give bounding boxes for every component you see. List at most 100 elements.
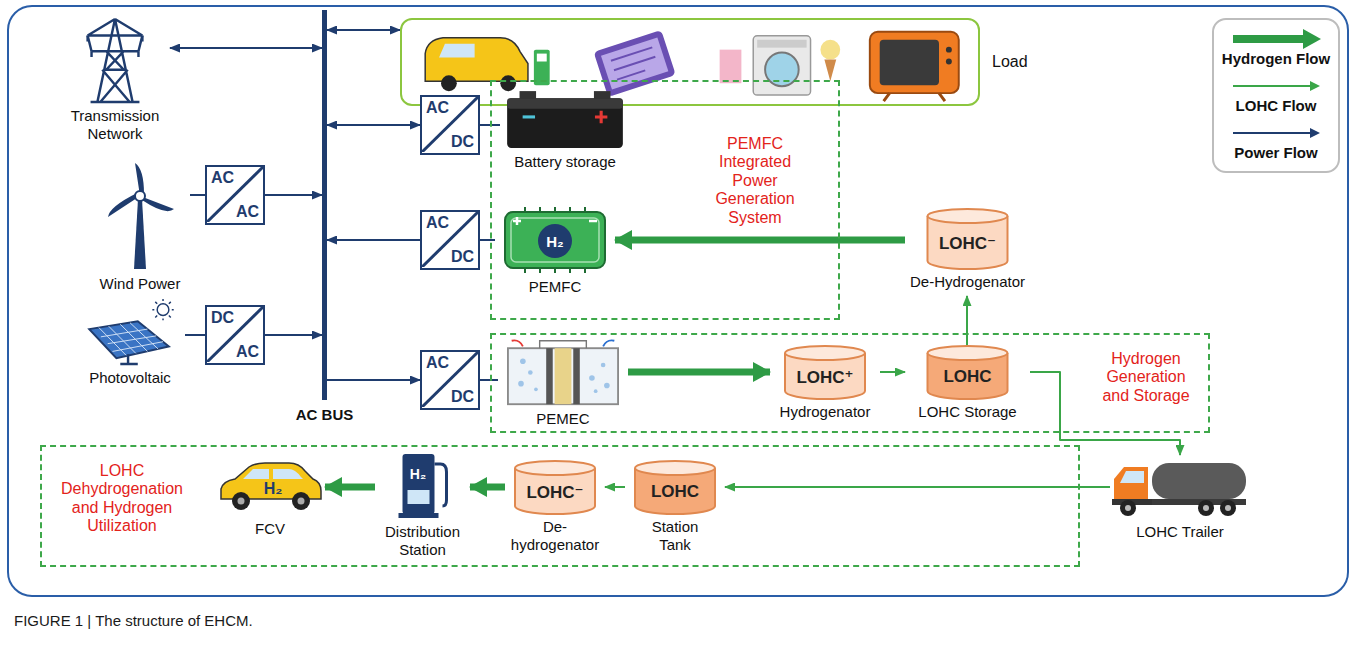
tank-label: LOHC xyxy=(651,482,699,502)
node-name: Photovoltaic xyxy=(75,369,185,387)
power-flow-line xyxy=(480,239,495,241)
node-name: PEMFC xyxy=(495,278,615,296)
tank-label: LOHC xyxy=(943,367,991,387)
pemec-icon xyxy=(498,337,628,407)
converter-label: AC xyxy=(426,354,449,372)
node-caption: PEMEC xyxy=(498,410,628,428)
tank-label: LOHC⁻ xyxy=(526,481,583,502)
converter-label: AC xyxy=(426,99,449,117)
legend-sample xyxy=(1218,28,1334,50)
node-name: LOHC Storage xyxy=(905,403,1030,421)
node-name: FCV xyxy=(215,520,325,538)
pump-icon xyxy=(375,450,470,520)
legend-sample xyxy=(1218,75,1334,97)
lohc-tank: LOHC Station Tank xyxy=(625,460,725,560)
legend-text: Hydrogen Flow xyxy=(1218,50,1334,67)
pv-panel: Photovoltaic xyxy=(75,298,185,390)
fuel-cell: H₂ PEMFC xyxy=(495,205,615,300)
lohc-tank: LOHC⁺ Hydrogenator xyxy=(770,345,880,425)
hydrogen-flow-arrow xyxy=(615,237,905,244)
node-caption: Photovoltaic xyxy=(75,369,185,387)
lohc-tank: LOHC⁻ De- hydrogenator xyxy=(505,460,605,560)
node-caption: Hydrogenator xyxy=(770,403,880,421)
lohc-trailer: LOHC Trailer xyxy=(1110,455,1250,547)
icon-text: H₂ xyxy=(546,233,564,250)
icon-text: H₂ xyxy=(410,466,426,482)
power-flow-line xyxy=(190,194,205,196)
hydrogen-flow-arrow xyxy=(325,484,375,491)
converter-label: DC xyxy=(211,309,234,327)
icon-text: H₂ xyxy=(264,480,283,498)
node-name: LOHC Trailer xyxy=(1110,523,1250,541)
outer-frame xyxy=(8,6,1348,596)
power-flow-line xyxy=(327,124,420,126)
legend-text: Power Flow xyxy=(1218,144,1334,161)
lohc-flow-arrow xyxy=(966,296,968,345)
lohc-tank: LOHC LOHC Storage xyxy=(905,345,1030,425)
converter-label: DC xyxy=(451,133,474,151)
node-caption: FCV xyxy=(215,520,325,538)
converter-box: ACDC xyxy=(420,95,480,155)
hydrogen-flow-arrow xyxy=(470,484,505,491)
node-name: Station Tank xyxy=(643,518,707,554)
converter-box: ACDC xyxy=(420,210,480,270)
converter-box: ACDC xyxy=(420,350,480,410)
node-name: Transmission Network xyxy=(60,107,170,143)
power-flow-line xyxy=(265,334,322,336)
node-name: Hydrogenator xyxy=(770,403,880,421)
node-caption: PEMFC xyxy=(495,278,615,296)
power-flow-line xyxy=(480,379,498,381)
battery-icon xyxy=(500,88,630,150)
wind-turbine: Wind Power xyxy=(90,160,190,300)
legend-text: LOHC Flow xyxy=(1218,97,1334,114)
node-name: Wind Power xyxy=(90,275,190,293)
node-caption: Transmission Network xyxy=(60,107,170,143)
battery-storage: Battery storage xyxy=(500,88,630,173)
group-region: LOHC Dehydrogenation and Hydrogen Utiliz… xyxy=(40,445,1080,567)
node-name: Battery storage xyxy=(500,153,630,171)
transmission-network: Transmission Network xyxy=(60,16,170,146)
group-region: PEMFC Integrated Power Generation System… xyxy=(490,80,840,320)
converter-label: DC xyxy=(451,388,474,406)
node-caption: De-Hydrogenator xyxy=(905,273,1030,291)
node-caption: LOHC Trailer xyxy=(1110,523,1250,541)
converter-label: AC xyxy=(236,343,259,361)
node-name: Distribution Station xyxy=(375,523,470,559)
figure-caption: FIGURE 1 | The structure of EHCM. xyxy=(14,612,253,629)
node-name: De- hydrogenator xyxy=(505,518,605,554)
power-flow-line xyxy=(185,334,205,336)
node-name: De-Hydrogenator xyxy=(905,273,1030,291)
region-title: PEMFC Integrated Power Generation System xyxy=(705,135,805,227)
legend-box: Hydrogen FlowLOHC FlowPower Flow xyxy=(1212,18,1340,173)
converter-box: ACAC xyxy=(205,165,265,225)
lohc-flow-arrow xyxy=(605,486,625,488)
converter-label: DC xyxy=(451,248,474,266)
load-label: Load xyxy=(992,53,1028,71)
bus-label: AC BUS xyxy=(296,406,354,423)
power-flow-line xyxy=(170,47,322,49)
node-caption: Battery storage xyxy=(500,153,630,171)
electrolyzer: PEMEC xyxy=(498,337,628,430)
load-box: Load xyxy=(400,18,980,106)
power-flow-line xyxy=(265,194,322,196)
tank-label: LOHC⁺ xyxy=(796,366,853,387)
converter-label: AC xyxy=(236,203,259,221)
ac-bus: AC BUS xyxy=(322,10,327,400)
pv-icon xyxy=(75,298,185,366)
group-region: Hydrogen Generation and StoragePEMEC LOHC… xyxy=(490,333,1210,433)
tower-icon xyxy=(60,16,170,104)
hydrogen-flow-arrow xyxy=(628,369,770,376)
distribution-station: H₂ Distribution Station xyxy=(375,450,470,560)
node-caption: Station Tank xyxy=(643,518,707,554)
converter-box: DCAC xyxy=(205,305,265,365)
node-caption: LOHC Storage xyxy=(905,403,1030,421)
power-flow-line xyxy=(327,29,400,31)
lohc-tank: LOHC⁻De-Hydrogenator xyxy=(905,208,1030,296)
legend-sample xyxy=(1218,122,1334,144)
node-caption: Wind Power xyxy=(90,275,190,293)
region-title: Hydrogen Generation and Storage xyxy=(1092,350,1200,405)
wind-icon xyxy=(90,160,190,272)
node-name: PEMEC xyxy=(498,410,628,428)
region-title: LOHC Dehydrogenation and Hydrogen Utiliz… xyxy=(55,462,189,536)
